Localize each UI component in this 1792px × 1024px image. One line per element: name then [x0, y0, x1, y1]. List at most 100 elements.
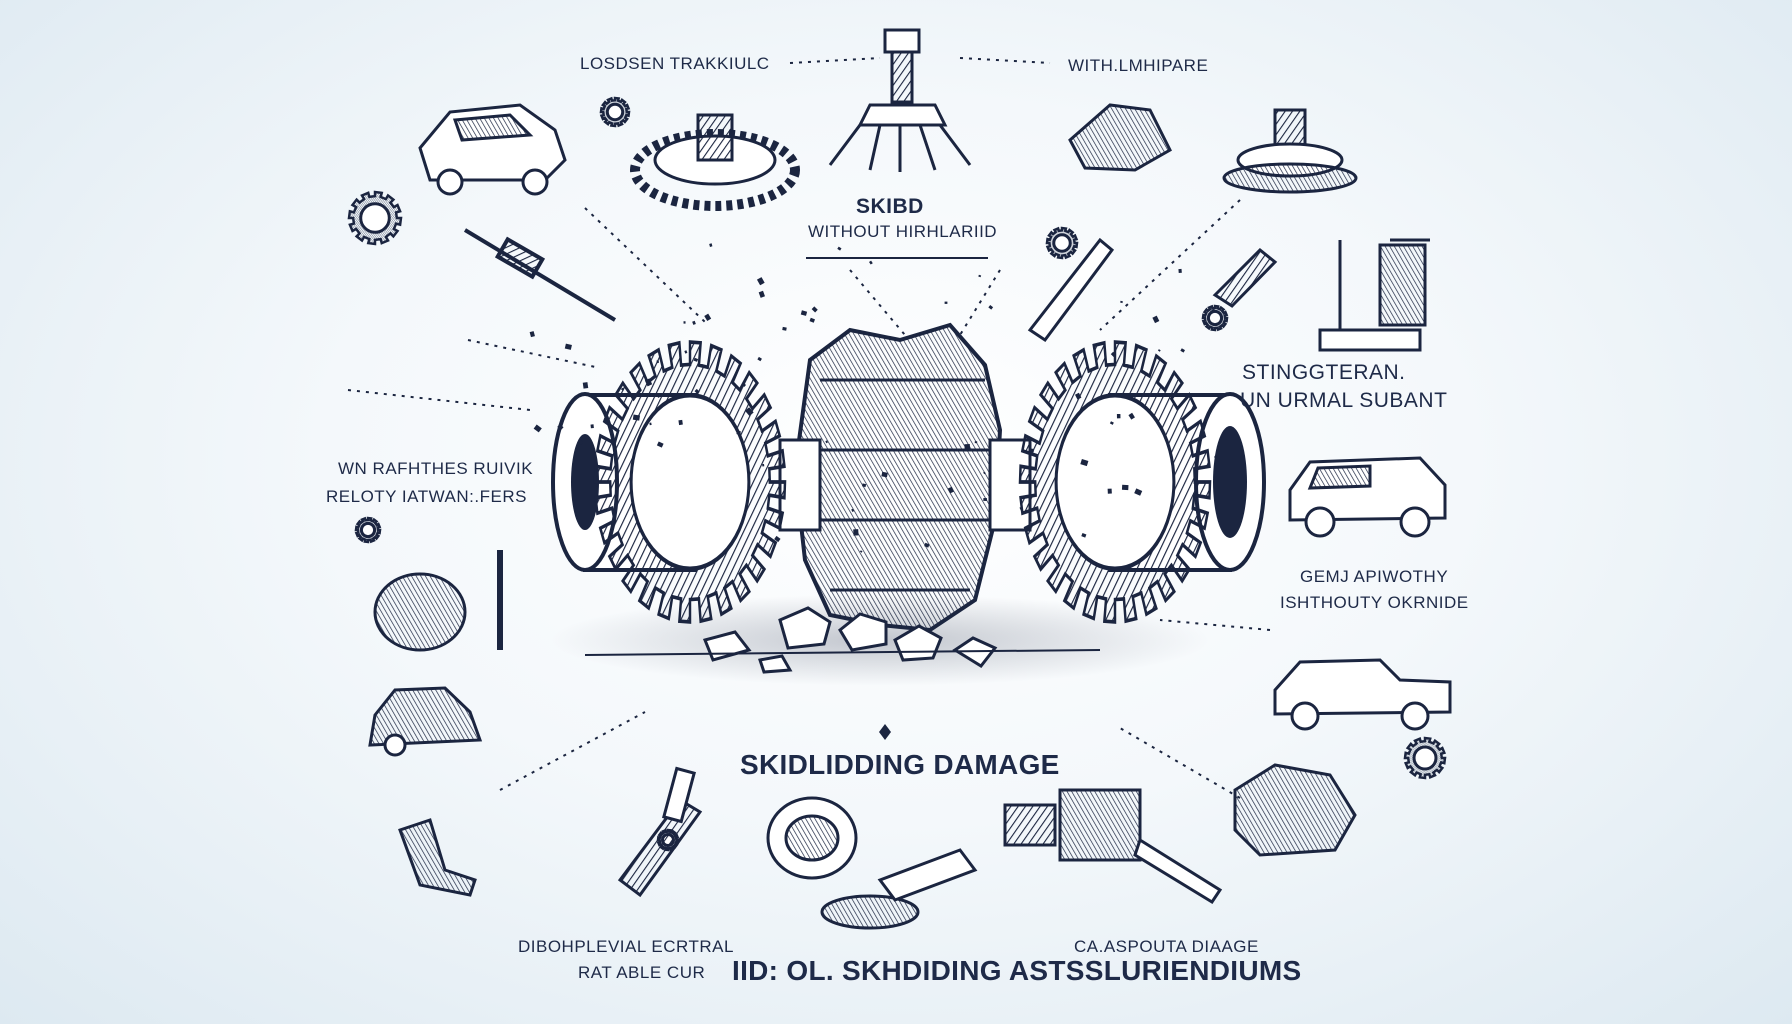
central-axle-illustration	[529, 243, 1266, 686]
debris-fragment	[656, 441, 664, 448]
debris-fragment	[649, 422, 652, 426]
debris-fragment	[861, 483, 867, 488]
debris-fragment	[684, 350, 688, 354]
debris-fragment	[590, 424, 594, 429]
debris-fragment	[837, 246, 842, 251]
debris-fragment	[657, 395, 660, 398]
gear-stack-icon	[630, 113, 800, 211]
center-heading: SKIBD	[856, 195, 924, 218]
wrecked-car-icon	[418, 103, 567, 196]
debris-fragment	[1081, 533, 1087, 538]
debris-fragment	[557, 424, 564, 431]
debris-fragment	[582, 382, 589, 389]
debris-fragment	[988, 305, 994, 310]
label-top-left: LOSDSEN TRAKKIULC	[580, 54, 770, 73]
main-title: SKIDLIDDING DAMAGE	[740, 749, 1060, 780]
debris-fragment	[869, 260, 873, 265]
debris-fragment	[1214, 455, 1217, 459]
leader-lines	[347, 57, 1271, 799]
debris-fragment	[1134, 488, 1143, 496]
wrecked-car-icon-2	[368, 686, 483, 757]
debris-fragment	[736, 430, 741, 435]
label-left-mid-1: WN RAFHTHES RUIVIK	[338, 459, 534, 478]
debris-fragment	[1120, 300, 1123, 304]
wheel-hub-icon	[766, 796, 978, 930]
right-gear	[1018, 340, 1212, 624]
debris-fragment	[757, 356, 762, 362]
debris-fragment	[693, 357, 699, 362]
gear-icon	[1201, 304, 1229, 332]
diamond-marker-icon	[879, 724, 891, 740]
debris-fragment	[1128, 412, 1135, 420]
debris-fragment	[851, 508, 855, 512]
debris-fragment	[683, 321, 686, 324]
bottom-title: IID: OL. SKHDIDING ASTSSLURIENDIUMS	[732, 955, 1302, 986]
debris-fragment	[678, 419, 683, 426]
label-left-mid-2: RELOTY IATWAN:.FERS	[326, 487, 527, 506]
debris-fragment	[881, 471, 888, 478]
gear-icon	[354, 516, 382, 544]
debris-fragment	[1080, 459, 1089, 467]
debris-fragment	[656, 360, 660, 364]
debris-fragment	[533, 424, 542, 433]
valve-icon	[828, 28, 972, 172]
debris-fragment	[944, 301, 948, 304]
scrap-pile-icon	[1068, 103, 1172, 172]
debris-fragment	[529, 331, 535, 338]
drive-shaft-icon	[463, 228, 617, 322]
debris-fragment	[756, 277, 765, 286]
gear-icon	[599, 96, 631, 128]
debris-fragment	[924, 542, 930, 548]
debris-fragment	[1029, 448, 1035, 453]
valve-assembly-icon	[1222, 108, 1358, 194]
broken-wheel-icon	[373, 550, 503, 652]
debris-fragment	[741, 382, 747, 388]
debris-fragment	[1121, 484, 1129, 491]
debris-fragment	[1116, 414, 1121, 419]
label-bottom-left-2: RAT ABLE CUR	[578, 963, 706, 982]
debris-fragment	[692, 320, 696, 325]
label-bottom-left-1: DIBOHPLEVIAL ECRTRAL	[518, 937, 734, 956]
label-right-upper-2: UN URMAL SUBANT	[1240, 389, 1448, 412]
debris-fragment	[811, 306, 818, 313]
debris-fragment	[632, 414, 641, 421]
debris-fragment	[964, 443, 971, 451]
gear-icon	[1403, 736, 1447, 780]
debris-fragment	[1074, 392, 1082, 400]
debris-fragment	[859, 550, 863, 553]
left-gear	[593, 340, 787, 624]
broken-axle-icon	[398, 766, 703, 898]
label-top-right: WITH.LMHIPARE	[1068, 56, 1209, 75]
label-bottom-right: CA.ASPOUTA DIAAGE	[1074, 937, 1259, 956]
label-right-mid-1: GEMJ APIWOTHY	[1300, 567, 1449, 586]
pickup-truck-icon	[1273, 658, 1452, 731]
gear-icon	[1045, 226, 1079, 260]
debris-fragment	[694, 388, 700, 395]
debris-fragment	[774, 535, 781, 543]
debris-fragment	[1107, 488, 1112, 494]
gear-shaft-icon	[1003, 788, 1223, 905]
crane-icon	[1318, 238, 1430, 352]
debris-fragment	[564, 343, 572, 350]
debris-fragment	[800, 310, 808, 316]
debris-fragment	[782, 326, 787, 331]
debris-fragment	[983, 471, 986, 475]
debris-fragment	[1019, 506, 1024, 511]
scrap-pile-icon-2	[1233, 763, 1357, 857]
debris-fragment	[983, 498, 987, 502]
wrench-icon	[1027, 237, 1278, 343]
debris-fragment	[974, 441, 978, 444]
debris-fragment	[1152, 315, 1160, 324]
label-right-mid-2: ISHTHOUTY OKRNIDE	[1280, 593, 1469, 612]
debris-fragment	[947, 486, 954, 494]
debris-fragment	[1178, 268, 1182, 274]
debris-fragment	[1157, 349, 1161, 352]
debris-fragment	[744, 407, 754, 417]
center-subheading: WITHOUT HIRHLARIID	[808, 222, 998, 241]
debris-fragment	[577, 439, 584, 445]
suv-icon	[1288, 456, 1447, 538]
gear-icon	[347, 190, 403, 246]
debris-fragment	[709, 243, 713, 247]
